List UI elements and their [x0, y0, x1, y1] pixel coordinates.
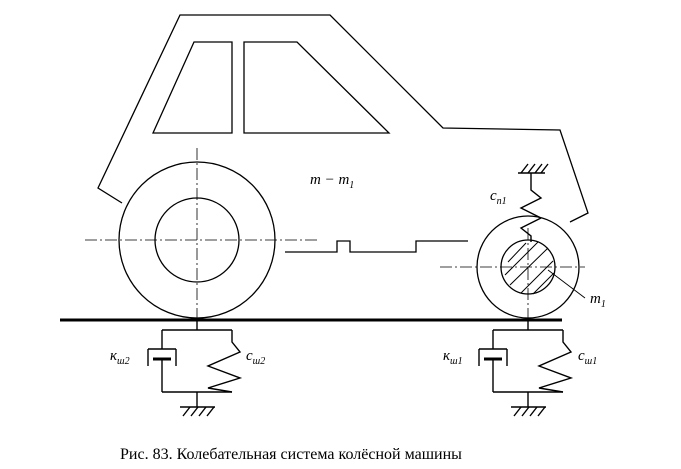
label-front-tire-spring: cш1 — [578, 348, 597, 367]
label-rear-damper: кш2 — [110, 348, 130, 367]
label-front-body-spring: cп1 — [490, 188, 507, 207]
label-rear-tire-spring: cш2 — [246, 348, 265, 367]
frame-line — [285, 240, 468, 253]
label-front-damper: кш1 — [443, 348, 463, 367]
car-body-outline — [97, 14, 589, 223]
label-wheel-mass: m1 — [590, 291, 606, 310]
front-tire-suspension — [478, 318, 574, 417]
rear-tire-suspension — [147, 318, 243, 417]
front-body-spring — [518, 163, 549, 242]
label-body-mass: m − m1 — [310, 172, 354, 191]
figure-caption: Рис. 83. Колебательная система колёсной … — [120, 446, 462, 463]
m1-leader-line — [547, 269, 586, 299]
front-wheel-mass-hatch — [504, 241, 555, 295]
front-window — [243, 41, 391, 134]
rear-window — [151, 41, 233, 134]
